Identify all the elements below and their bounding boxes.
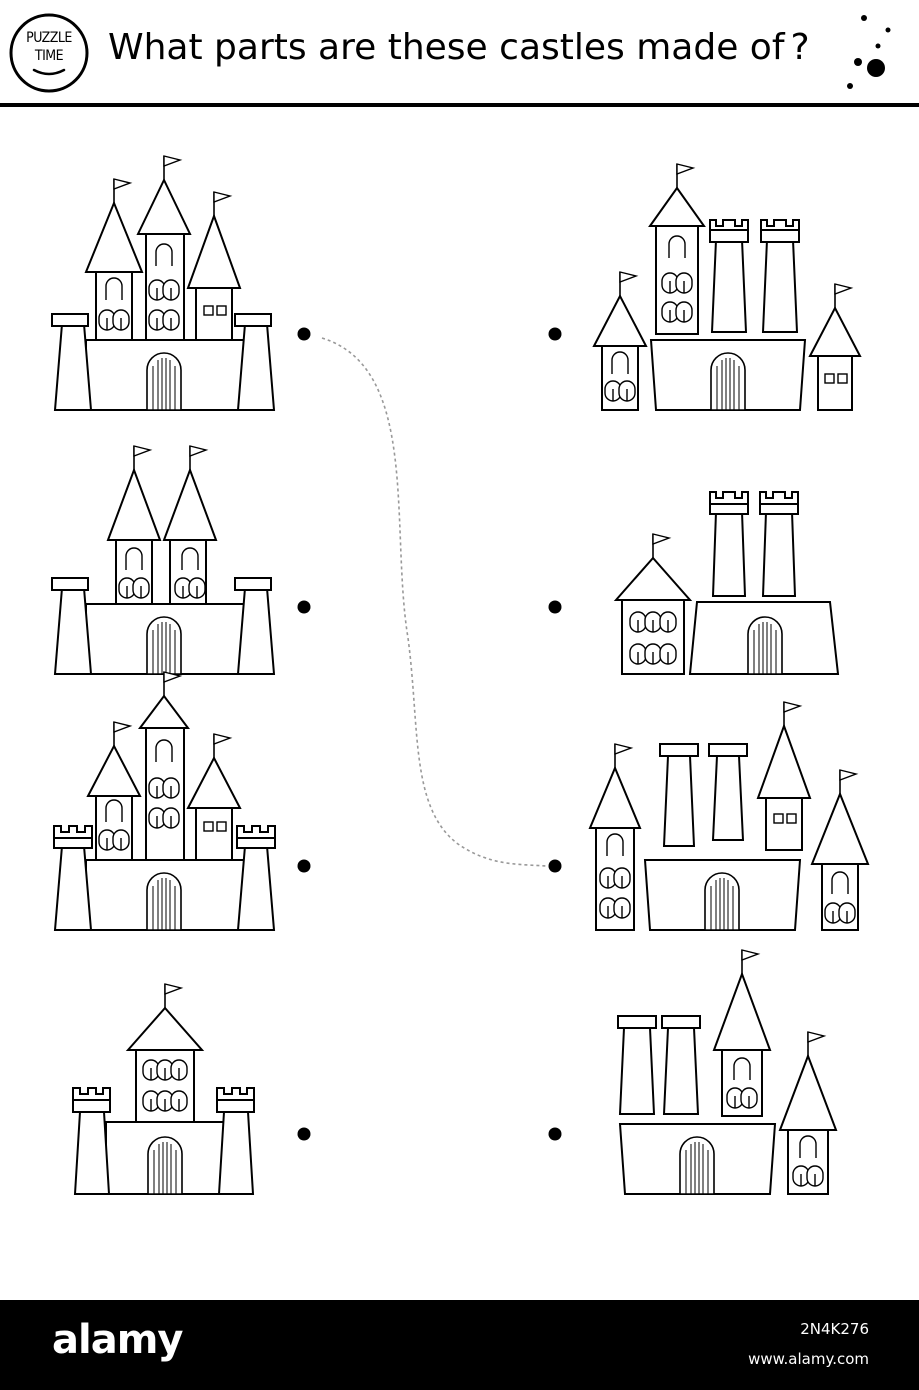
- left-castle-1: [51, 155, 276, 411]
- title-question-mark: ?: [790, 27, 810, 68]
- right-parts-1: [592, 163, 862, 411]
- header-divider: [0, 103, 919, 107]
- page-title: What parts are these castles made of?: [108, 18, 810, 78]
- header: PUZZLE TIME What parts are these castles…: [0, 0, 919, 108]
- puzzle-time-badge: PUZZLE TIME: [8, 12, 90, 94]
- right-dot-1[interactable]: [548, 327, 562, 341]
- left-castle-3: [53, 671, 276, 931]
- left-dot-3[interactable]: [297, 859, 311, 873]
- brand-logo[interactable]: alamy: [52, 1317, 183, 1363]
- badge-line-1: PUZZLE: [26, 30, 72, 46]
- left-dot-2[interactable]: [297, 600, 311, 614]
- right-dot-2[interactable]: [548, 600, 562, 614]
- left-castle-4: [72, 983, 255, 1195]
- right-parts-3: [588, 701, 870, 931]
- dots-decoration-icon: [847, 15, 891, 89]
- image-id: 2N4K276: [800, 1320, 869, 1338]
- left-castle-2: [51, 445, 276, 675]
- site-url[interactable]: www.alamy.com: [748, 1350, 869, 1368]
- matching-puzzle: [51, 155, 870, 1195]
- right-dot-4[interactable]: [548, 1127, 562, 1141]
- badge-circle-icon: [9, 13, 89, 93]
- right-dot-3[interactable]: [548, 859, 562, 873]
- left-dot-4[interactable]: [297, 1127, 311, 1141]
- left-dot-1[interactable]: [297, 327, 311, 341]
- title-text: What parts are these castles made of: [108, 27, 785, 68]
- right-parts-2: [613, 491, 840, 675]
- right-parts-4: [617, 949, 838, 1195]
- badge-line-2: TIME: [34, 48, 64, 64]
- footer-banner: alamy 2N4K276 www.alamy.com: [0, 1300, 919, 1390]
- example-connector-line: [321, 337, 547, 867]
